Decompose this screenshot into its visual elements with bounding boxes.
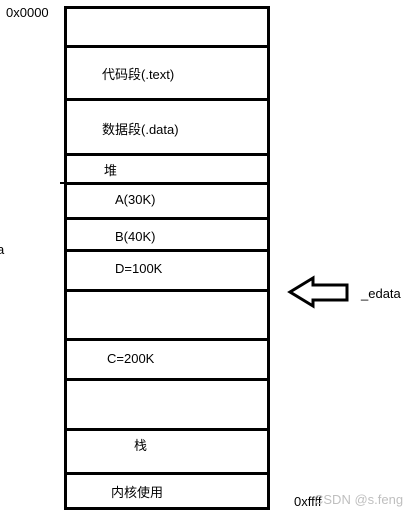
- watermark: CSDN @s.feng: [314, 492, 404, 507]
- segment-label-a: A(30K): [115, 192, 156, 207]
- segment-divider: [64, 45, 270, 48]
- segment-label-text: 代码段(.text): [102, 67, 175, 82]
- address-bottom-label: 0xffff: [294, 494, 322, 509]
- segment-label-kernel: 内核使用: [111, 485, 164, 500]
- segment-divider: [64, 217, 270, 220]
- edata-pointer-label: _edata: [361, 286, 401, 301]
- segment-label-d: D=100K: [115, 261, 163, 276]
- segment-divider: [64, 289, 270, 292]
- segment-divider: [64, 153, 270, 156]
- left-edge-fragment: a: [0, 242, 5, 257]
- segment-divider: [64, 378, 270, 381]
- memory-block: [64, 6, 270, 510]
- segment-divider: [64, 428, 270, 431]
- segment-divider: [64, 338, 270, 341]
- heap-tick-mark: [60, 182, 66, 184]
- segment-label-stack: 栈: [134, 438, 148, 453]
- segment-divider: [64, 472, 270, 475]
- segment-divider: [64, 182, 270, 185]
- segment-label-c: C=200K: [107, 351, 155, 366]
- address-top-label: 0x0000: [6, 5, 49, 20]
- segment-label-heap: 堆: [104, 163, 118, 178]
- segment-divider: [64, 98, 270, 101]
- segment-label-data: 数据段(.data): [102, 122, 179, 137]
- segment-label-b: B(40K): [115, 229, 156, 244]
- segment-divider: [64, 249, 270, 252]
